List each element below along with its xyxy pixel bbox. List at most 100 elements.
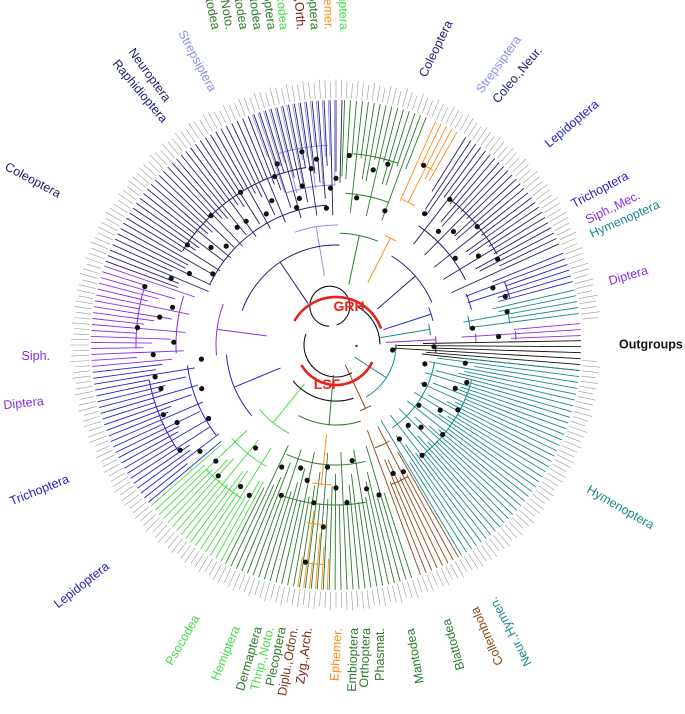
- tip-label: [504, 524, 517, 538]
- support-node: [272, 173, 278, 180]
- tip-branch: [94, 300, 140, 310]
- tip-branch: [231, 123, 276, 216]
- tip-branch: [220, 128, 256, 194]
- support-node: [168, 275, 174, 281]
- tip-label: [501, 147, 514, 162]
- tip-branch: [425, 372, 571, 418]
- clade-label-blattodea-c: Blattodea: [439, 617, 467, 672]
- tip-label-ring: [70, 79, 601, 611]
- highlight-arcs: [293, 295, 383, 387]
- tip-label: [143, 513, 157, 526]
- clade-arc: [205, 468, 243, 499]
- tip-label: [302, 590, 306, 605]
- tip-label: [174, 132, 187, 149]
- tip-branch: [424, 170, 509, 256]
- tip-branch: [115, 411, 200, 453]
- tip-label: [78, 406, 97, 412]
- tip-branch: [471, 312, 580, 328]
- tip-label: [578, 390, 594, 395]
- support-nodes: [134, 149, 510, 565]
- tip-branch: [333, 99, 336, 187]
- center-label-lsf: LSF: [314, 376, 341, 392]
- tip-label: [547, 472, 563, 483]
- tip-branch: [96, 294, 190, 315]
- tip-branch: [475, 227, 552, 270]
- tip-label: [286, 587, 291, 603]
- tip-label: [544, 202, 560, 213]
- tip-branch: [180, 439, 259, 536]
- tip-branch: [317, 100, 326, 199]
- tip-branch: [377, 497, 401, 582]
- tip-label: [291, 84, 296, 102]
- support-node: [150, 352, 156, 358]
- tip-branch: [428, 131, 458, 181]
- tip-label: [463, 556, 473, 571]
- tip-label: [493, 535, 505, 549]
- tip-branch: [322, 498, 329, 590]
- clade-label-trichoptera-c: Trichoptera: [8, 472, 71, 509]
- tip-branch: [100, 384, 198, 414]
- support-node: [455, 407, 461, 413]
- tip-label: [544, 477, 559, 487]
- tip-label: [472, 550, 484, 567]
- stem-branch: [279, 261, 309, 304]
- tip-branch: [120, 228, 189, 266]
- tip-label: [102, 459, 118, 468]
- tip-label: [569, 258, 584, 265]
- tip-label: [485, 136, 495, 149]
- tip-branch: [338, 503, 342, 590]
- tip-label: [281, 88, 285, 104]
- tip-branch: [107, 255, 179, 284]
- tip-label: [547, 208, 562, 218]
- tip-label: [270, 584, 275, 599]
- tip-label: [127, 186, 140, 196]
- support-node: [243, 218, 249, 224]
- tip-label: [172, 138, 183, 152]
- tip-label: [431, 99, 440, 118]
- tip-label: [561, 445, 578, 453]
- tip-branch: [481, 197, 532, 236]
- tip-label: [248, 578, 256, 597]
- tip-label: [155, 524, 168, 538]
- clade-arc: [148, 379, 180, 453]
- tip-branch: [205, 137, 261, 225]
- tip-label: [86, 263, 102, 269]
- tip-branch: [103, 265, 196, 298]
- tip-branch: [148, 440, 222, 503]
- tip-label: [94, 237, 111, 245]
- tip-label: [532, 183, 549, 196]
- tip-label: [577, 290, 593, 294]
- support-node: [246, 492, 252, 498]
- tip-branch: [113, 423, 164, 448]
- tip-branch: [456, 414, 549, 468]
- tip-branch: [90, 341, 153, 344]
- tip-branch: [108, 411, 169, 437]
- support-node: [469, 325, 476, 331]
- tip-branch: [417, 435, 501, 528]
- tip-branch: [91, 357, 137, 361]
- tip-branch: [252, 494, 283, 576]
- tip-branch: [299, 102, 318, 216]
- tip-branch: [327, 100, 331, 157]
- clade-label-ephemer-c: Ephemer.: [327, 627, 345, 681]
- tip-label: [199, 119, 209, 134]
- tip-branch: [405, 444, 477, 546]
- support-node: [390, 347, 396, 353]
- tip-label: [497, 146, 508, 159]
- tip-label: [416, 578, 423, 593]
- tip-branch: [242, 118, 286, 223]
- tree-branches: [90, 99, 582, 591]
- tip-label: [296, 589, 301, 608]
- tip-branch: [200, 492, 239, 550]
- tip-branch: [280, 106, 292, 151]
- tip-branch: [247, 116, 275, 185]
- clade-arc: [353, 153, 399, 164]
- tip-branch: [451, 243, 560, 294]
- tip-label: [152, 521, 164, 533]
- tip-branch: [381, 109, 404, 185]
- tip-label: [381, 587, 387, 607]
- support-node: [294, 205, 300, 211]
- support-node: [475, 253, 481, 259]
- support-node: [440, 431, 446, 438]
- tip-label: [132, 176, 146, 188]
